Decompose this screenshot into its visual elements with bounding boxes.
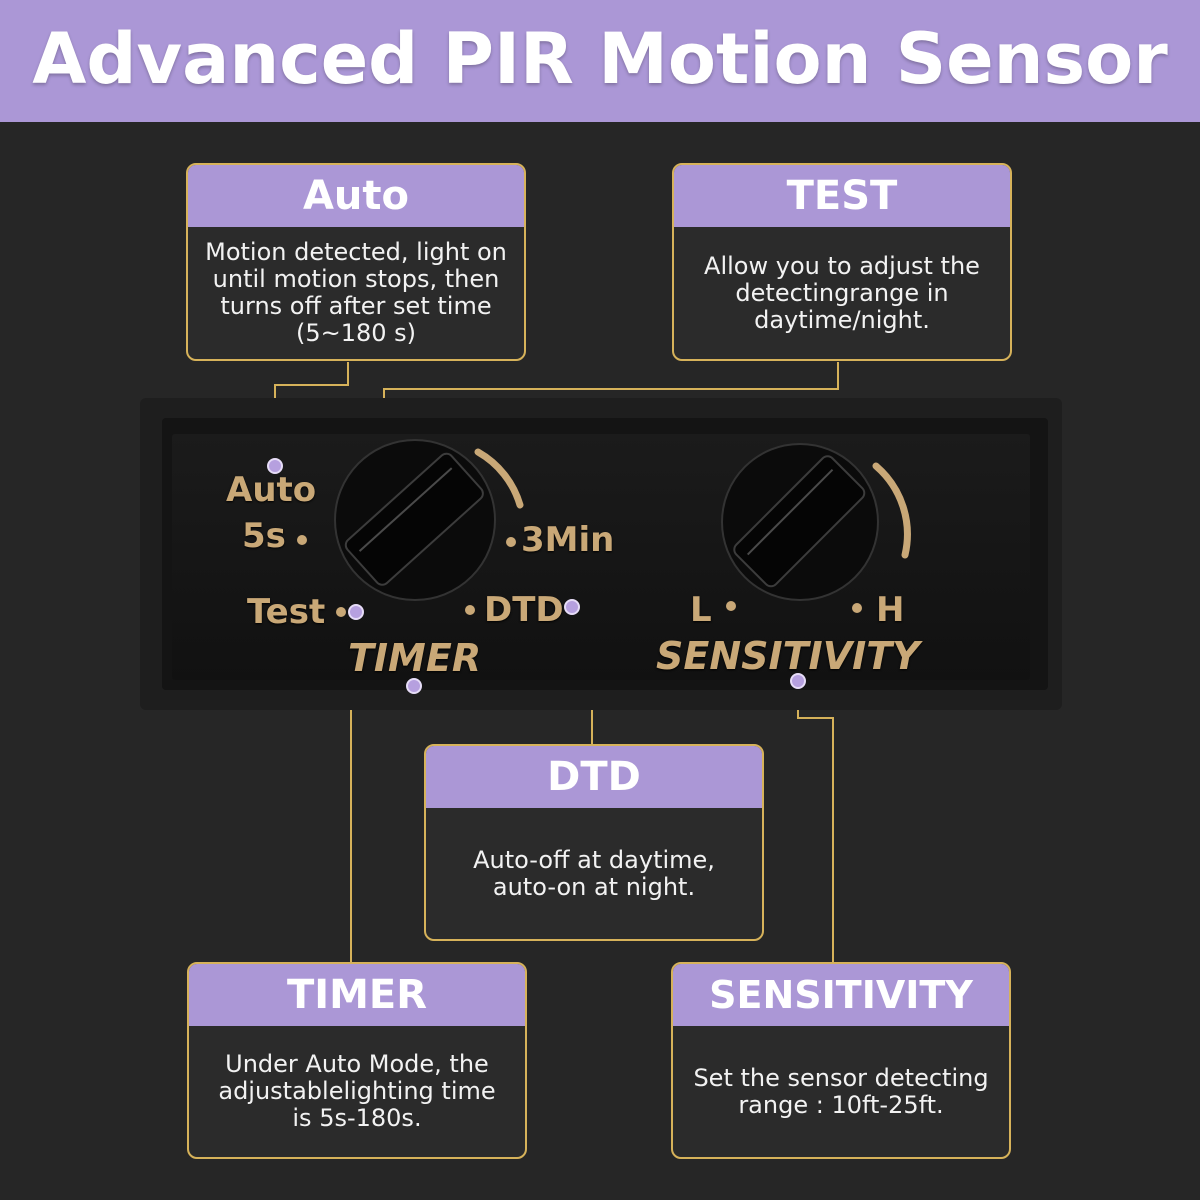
card-sensitivity-line: range : 10ft-25ft. — [738, 1090, 944, 1119]
test-pointer-dot — [348, 604, 364, 620]
panel-label-high: H — [876, 590, 905, 630]
timer-arc-icon — [474, 448, 524, 509]
panel-label-3min: 3Min — [521, 520, 615, 560]
card-timer-line: adjustablelighting time — [218, 1077, 496, 1105]
card-auto-line: Motion detected, light on — [205, 238, 507, 266]
panel-label-5s: 5s — [242, 516, 286, 556]
auto-pointer-dot — [267, 458, 283, 474]
card-test-description: Allow you to adjust the detectingrange i… — [686, 227, 998, 359]
card-auto-line: turns off after set time — [220, 292, 492, 320]
panel-label-auto: Auto — [226, 470, 317, 510]
card-timer: TIMER Under Auto Mode, the adjustablelig… — [187, 962, 527, 1159]
panel-label-test: Test — [247, 592, 326, 632]
card-dtd: DTD Auto-off at daytime, auto-on at nigh… — [424, 744, 764, 941]
panel-label-timer: TIMER — [348, 636, 482, 680]
card-timer-line: Under Auto Mode, the — [225, 1050, 489, 1078]
card-sensitivity-line: Set the sensor detecting — [693, 1063, 989, 1092]
panel-label-low: L — [690, 590, 712, 630]
card-auto-title: Auto — [188, 165, 524, 227]
card-auto: Auto Motion detected, light on until mot… — [186, 163, 526, 361]
card-timer-description: Under Auto Mode, the adjustablelighting … — [201, 1026, 513, 1157]
card-dtd-title: DTD — [426, 746, 762, 808]
sensitivity-knob-icon[interactable] — [721, 443, 879, 601]
card-test-title: TEST — [674, 165, 1010, 227]
sensitivity-pointer-dot — [790, 673, 806, 689]
card-test-line: daytime/night. — [754, 305, 930, 334]
card-timer-line: is 5s-180s. — [292, 1104, 422, 1132]
card-dtd-description: Auto-off at daytime, auto-on at night. — [438, 808, 750, 939]
card-dtd-line: Auto-off at daytime, — [473, 845, 715, 874]
timer-pointer-dot — [406, 678, 422, 694]
sensitivity-arc-icon — [872, 462, 911, 559]
panel-label-dtd: DTD — [484, 590, 564, 630]
card-auto-description: Motion detected, light on until motion s… — [200, 227, 512, 359]
panel-label-sensitivity: SENSITIVITY — [656, 634, 920, 678]
card-sensitivity: SENSITIVITY Set the sensor detecting ran… — [671, 962, 1011, 1159]
card-sensitivity-title: SENSITIVITY — [673, 964, 1009, 1026]
card-sensitivity-description: Set the sensor detecting range : 10ft-25… — [685, 1026, 997, 1157]
card-auto-line: until motion stops, then — [212, 265, 500, 293]
card-dtd-line: auto-on at night. — [492, 872, 696, 901]
dtd-pointer-dot — [564, 599, 580, 615]
card-auto-line: (5~180 s) — [295, 319, 417, 347]
card-test: TEST Allow you to adjust the detectingra… — [672, 163, 1012, 361]
page-title: Advanced PIR Motion Sensor — [32, 18, 1168, 100]
card-timer-title: TIMER — [189, 964, 525, 1026]
card-test-line: detectingrange in — [735, 278, 949, 307]
timer-knob-icon[interactable] — [334, 439, 496, 601]
title-banner: Advanced PIR Motion Sensor — [0, 0, 1200, 122]
card-test-line: Allow you to adjust the — [704, 251, 980, 280]
